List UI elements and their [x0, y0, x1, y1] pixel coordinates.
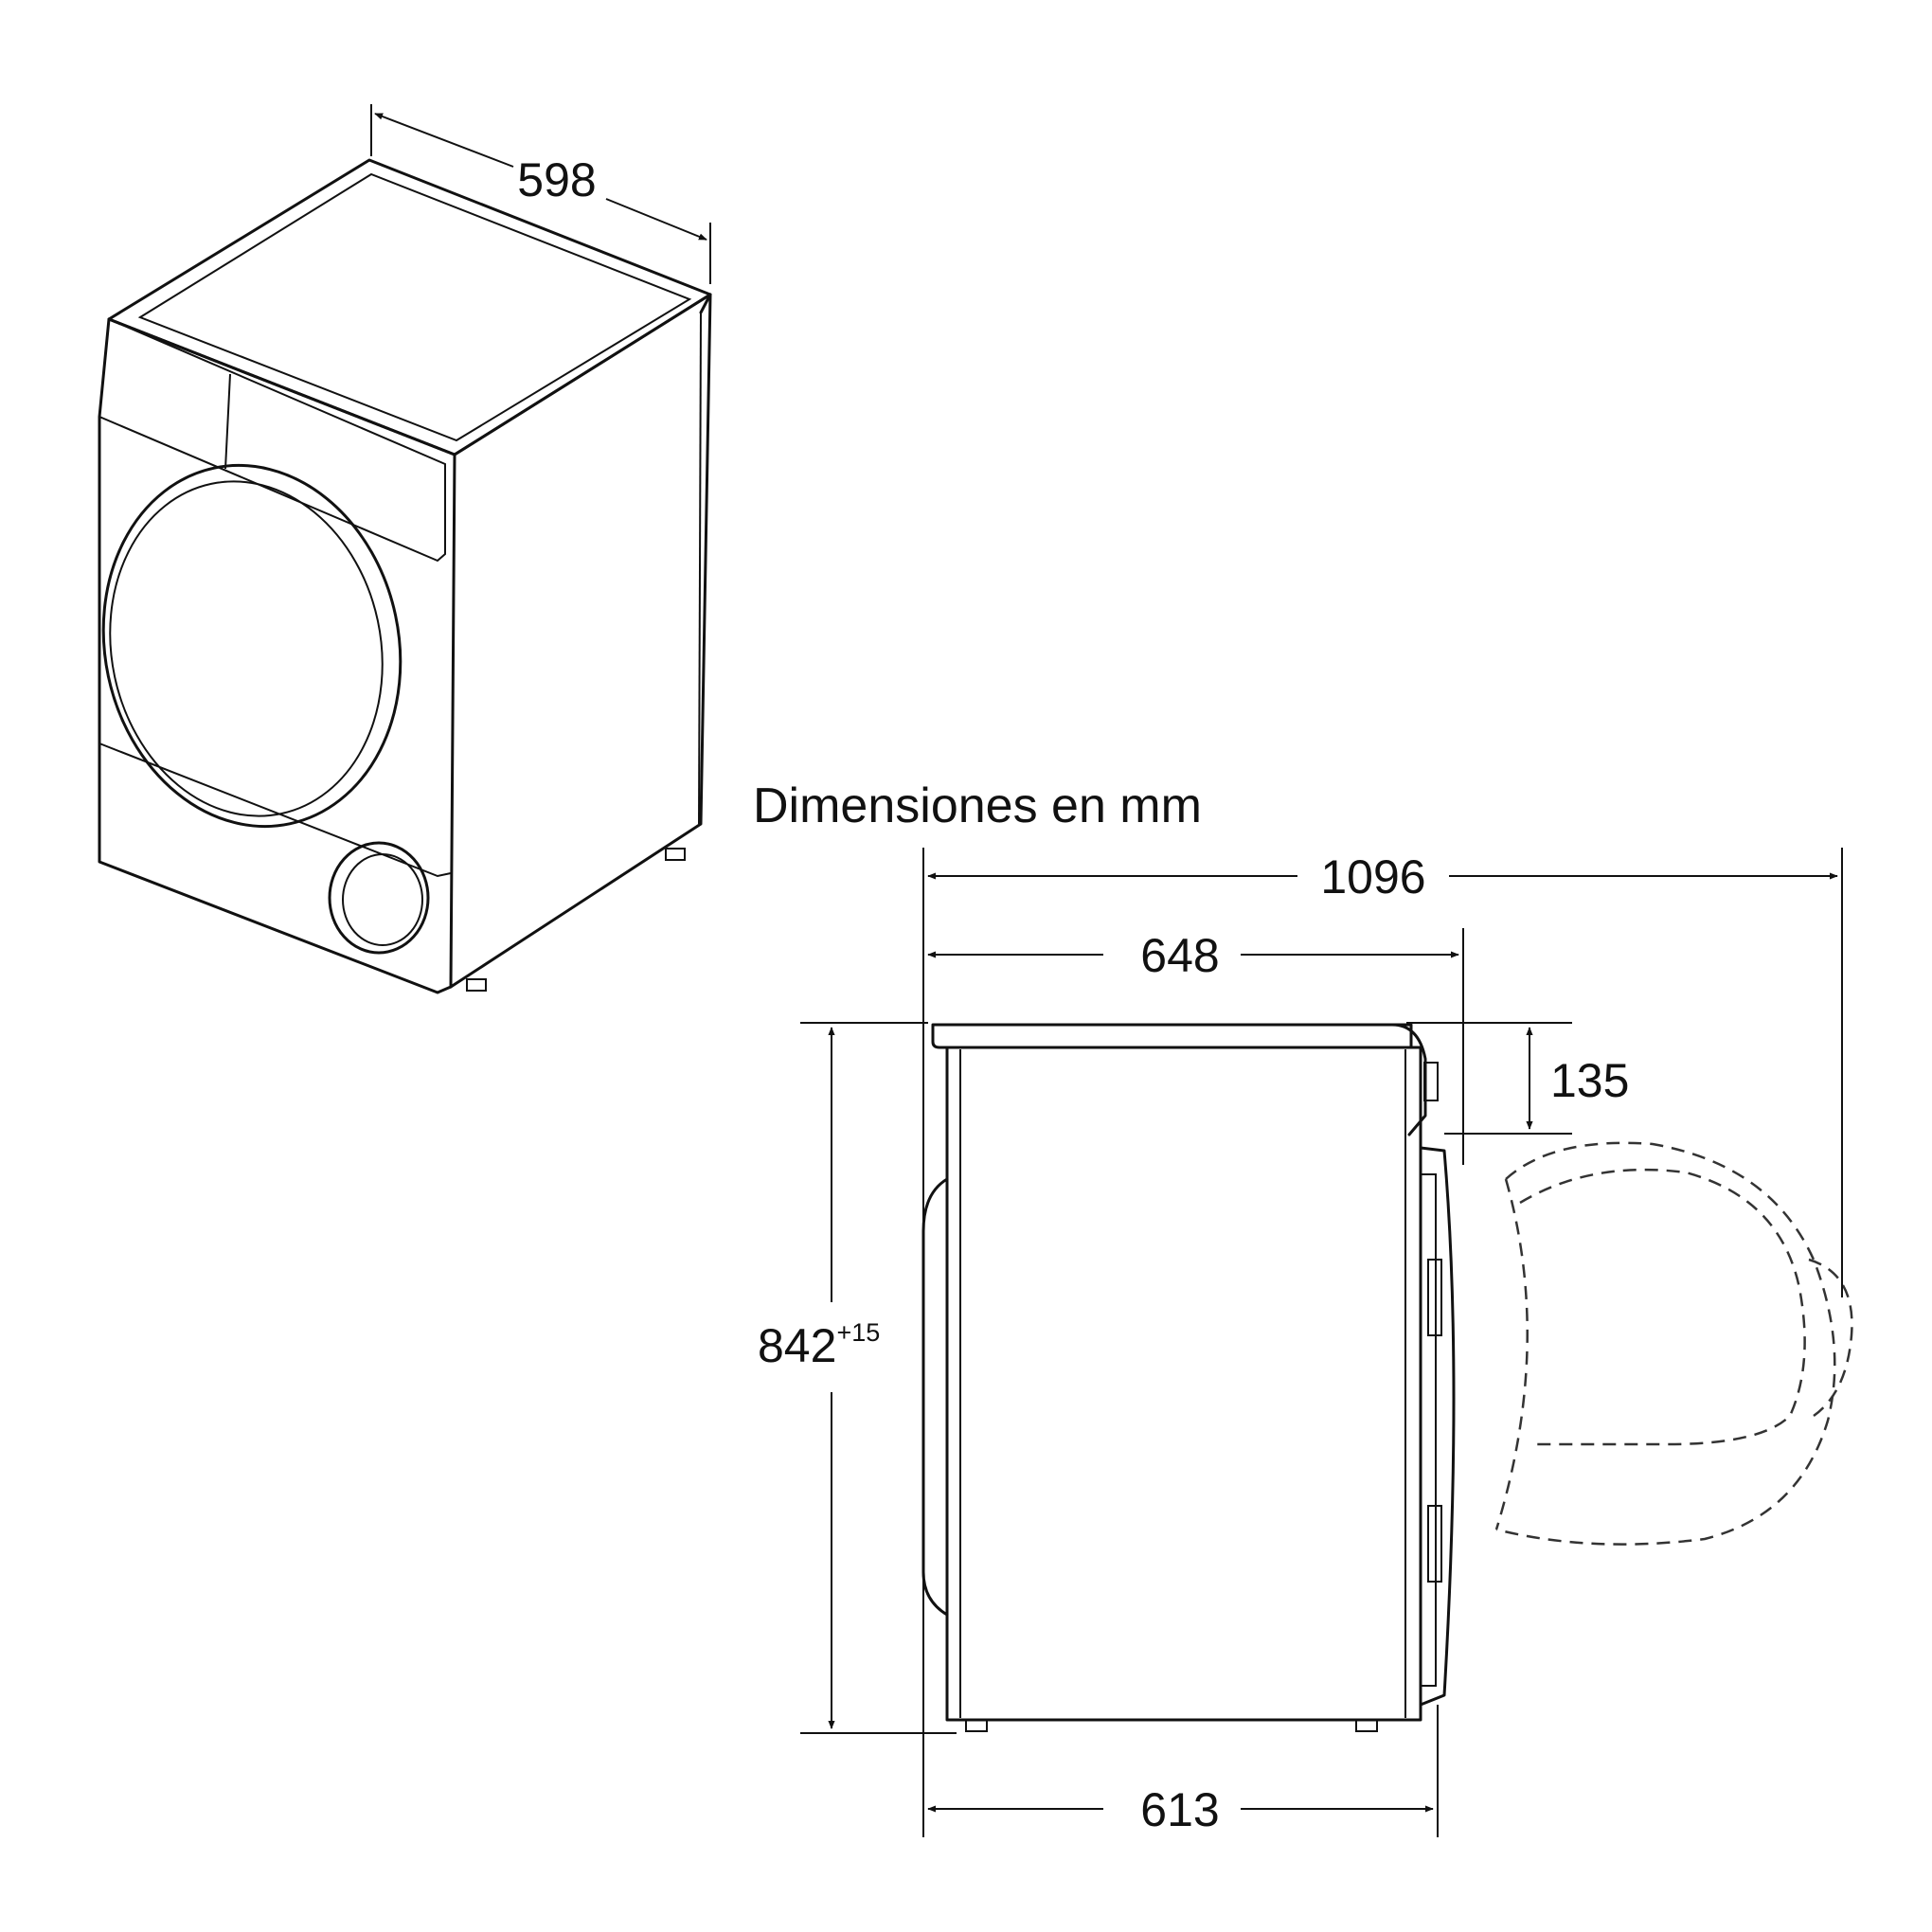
caption: Dimensiones en mm — [753, 778, 1202, 833]
side-knob — [1423, 1062, 1439, 1101]
iso-side-seam — [698, 312, 702, 825]
dim-598-line-a — [374, 113, 514, 168]
dim-depth-base-label: 613 — [1140, 1783, 1219, 1836]
iso-top-inset — [137, 172, 692, 442]
iso-foot-2 — [665, 848, 686, 861]
dim-control-panel-label: 135 — [1550, 1054, 1629, 1107]
iso-top-edge-right — [699, 293, 712, 314]
iso-plinth-line — [98, 742, 452, 878]
dim-height-tolerance: +15 — [836, 1318, 880, 1347]
side-control-panel — [1390, 1023, 1427, 1136]
iso-filter-cover — [328, 841, 430, 955]
iso-top-front-edge — [107, 317, 456, 456]
door-open-arc-inner — [1519, 1168, 1806, 1446]
door-open-arc-outer — [1495, 1141, 1836, 1546]
dim-depth-door-open-label: 1096 — [1320, 850, 1425, 903]
iso-door-inner — [109, 480, 384, 817]
side-body — [945, 1046, 1422, 1722]
side-foot-front — [1355, 1720, 1378, 1732]
side-door-hinge-1 — [1427, 1259, 1442, 1336]
iso-foot-1 — [466, 978, 487, 992]
side-foot-rear — [965, 1720, 988, 1732]
door-open-rim — [1494, 1178, 1529, 1530]
side-door-rim — [1420, 1173, 1437, 1687]
side-view — [921, 1023, 1853, 1732]
side-rear-bulge — [921, 1177, 949, 1617]
dim-height-label: 842 — [758, 1319, 836, 1372]
iso-side-face — [449, 293, 712, 989]
iso-door — [101, 463, 402, 829]
iso-filter-cover-inner — [342, 853, 423, 946]
iso-control-panel — [98, 317, 446, 563]
dim-depth-top-label: 648 — [1140, 929, 1219, 982]
isometric-view: 598 — [98, 104, 712, 994]
dim-598-line-b — [605, 198, 707, 241]
door-open-rim-right — [1808, 1258, 1853, 1418]
dim-width-label: 598 — [517, 153, 596, 206]
side-door-hinge-2 — [1427, 1505, 1442, 1583]
side-door-profile — [1419, 1146, 1456, 1707]
dim-height-group: 842+15 — [758, 1318, 880, 1372]
side-top-lid — [931, 1023, 1413, 1049]
side-view-dimensions: 1096 648 613 842+15 135 — [758, 848, 1843, 1837]
iso-panel-divider — [224, 373, 231, 470]
